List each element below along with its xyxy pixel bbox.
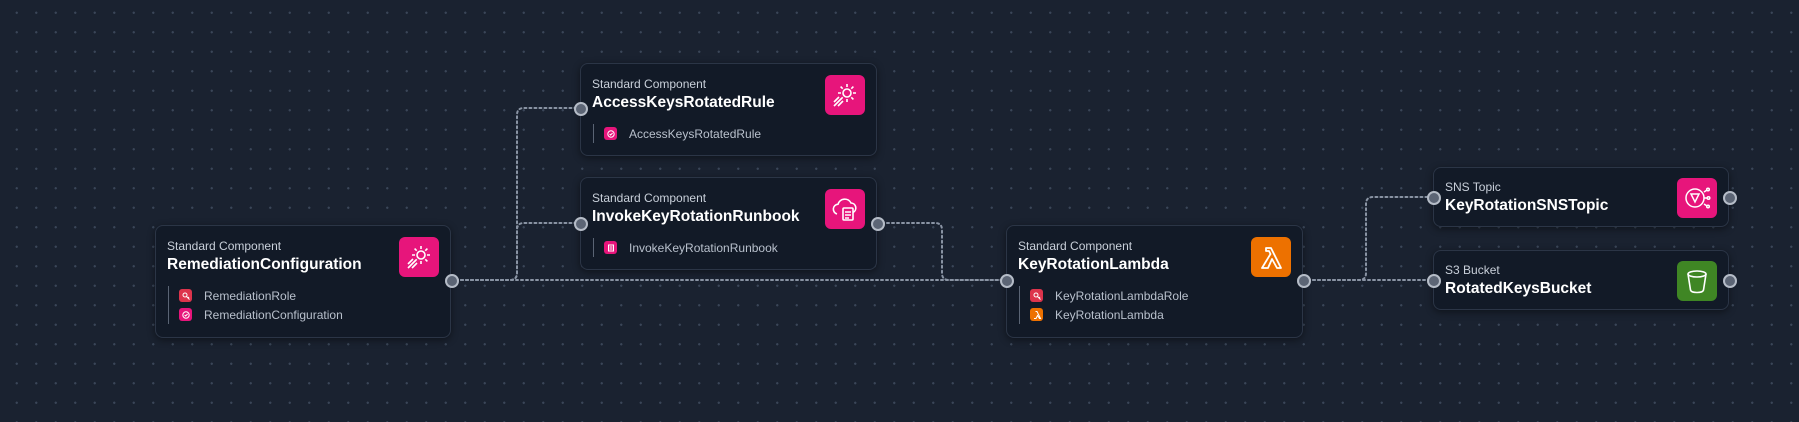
edge-runbook-to-lambda: [876, 222, 1007, 281]
edge-remediation-to-runbook: [450, 222, 581, 281]
output-port[interactable]: [1297, 274, 1311, 288]
input-port[interactable]: [1427, 274, 1441, 288]
config-rule-icon: [179, 308, 192, 321]
node-kind-label: SNS Topic: [1445, 180, 1501, 194]
input-port[interactable]: [1427, 191, 1441, 205]
resource-item[interactable]: InvokeKeyRotationRunbook: [604, 238, 778, 257]
iam-role-icon: [1030, 289, 1043, 302]
resource-label: InvokeKeyRotationRunbook: [629, 240, 778, 255]
resource-item[interactable]: KeyRotationLambda: [1030, 305, 1188, 324]
node-key-rotation-lambda[interactable]: Standard Component KeyRotationLambda Key…: [1000, 225, 1311, 338]
edge-remediation-to-accesskeysrule: [450, 107, 581, 281]
edge-lambda-to-sns: [1302, 196, 1434, 281]
resource-list: InvokeKeyRotationRunbook: [593, 238, 778, 257]
resource-item[interactable]: RemediationConfiguration: [179, 305, 343, 324]
s3-bucket-icon: [1677, 261, 1717, 301]
resource-label: RemediationConfiguration: [204, 307, 343, 322]
node-title: KeyRotationLambda: [1018, 256, 1169, 273]
node-kind-label: Standard Component: [167, 239, 282, 253]
output-port[interactable]: [1723, 191, 1737, 205]
node-kind-label: Standard Component: [592, 77, 707, 91]
output-port[interactable]: [1723, 274, 1737, 288]
resource-list: AccessKeysRotatedRule: [593, 124, 761, 143]
node-rotated-keys-bucket[interactable]: S3 Bucket RotatedKeysBucket: [1427, 250, 1737, 310]
node-title: InvokeKeyRotationRunbook: [592, 208, 800, 225]
iam-role-icon: [179, 289, 192, 302]
output-port[interactable]: [871, 217, 885, 231]
lambda-function-icon: [1030, 308, 1043, 321]
node-title: RotatedKeysBucket: [1445, 280, 1592, 297]
resource-label: KeyRotationLambda: [1055, 307, 1164, 322]
resource-list: RemediationRole RemediationConfiguration: [168, 286, 343, 324]
resource-label: AccessKeysRotatedRule: [629, 126, 762, 141]
config-rule-icon: [604, 127, 617, 140]
resource-label: KeyRotationLambdaRole: [1055, 288, 1189, 303]
output-port[interactable]: [445, 274, 459, 288]
input-port[interactable]: [574, 217, 588, 231]
config-gear-icon: [825, 75, 865, 115]
node-kind-label: Standard Component: [592, 191, 707, 205]
node-title: AccessKeysRotatedRule: [592, 94, 775, 111]
node-kind-label: S3 Bucket: [1445, 263, 1500, 277]
ssm-document-icon: [604, 241, 617, 254]
resource-item[interactable]: KeyRotationLambdaRole: [1030, 286, 1188, 305]
lambda-icon: [1251, 237, 1291, 277]
node-kind-label: Standard Component: [1018, 239, 1133, 253]
resource-item[interactable]: AccessKeysRotatedRule: [604, 124, 761, 143]
input-port[interactable]: [1000, 274, 1014, 288]
sns-topic-icon: [1677, 178, 1717, 218]
resource-item[interactable]: RemediationRole: [179, 286, 343, 305]
node-key-rotation-sns-topic[interactable]: SNS Topic KeyRotationSNSTopic: [1427, 167, 1737, 227]
resource-label: RemediationRole: [204, 288, 297, 303]
node-remediation-configuration[interactable]: Standard Component RemediationConfigurat…: [155, 225, 459, 338]
config-gear-icon: [399, 237, 439, 277]
node-access-keys-rotated-rule[interactable]: Standard Component AccessKeysRotatedRule…: [574, 63, 877, 156]
ssm-runbook-icon: [825, 189, 865, 229]
resource-list: KeyRotationLambdaRole KeyRotationLambda: [1019, 286, 1188, 324]
input-port[interactable]: [574, 102, 588, 116]
node-title: KeyRotationSNSTopic: [1445, 197, 1609, 214]
node-invoke-key-rotation-runbook[interactable]: Standard Component InvokeKeyRotationRunb…: [574, 177, 885, 270]
node-title: RemediationConfiguration: [167, 256, 362, 273]
